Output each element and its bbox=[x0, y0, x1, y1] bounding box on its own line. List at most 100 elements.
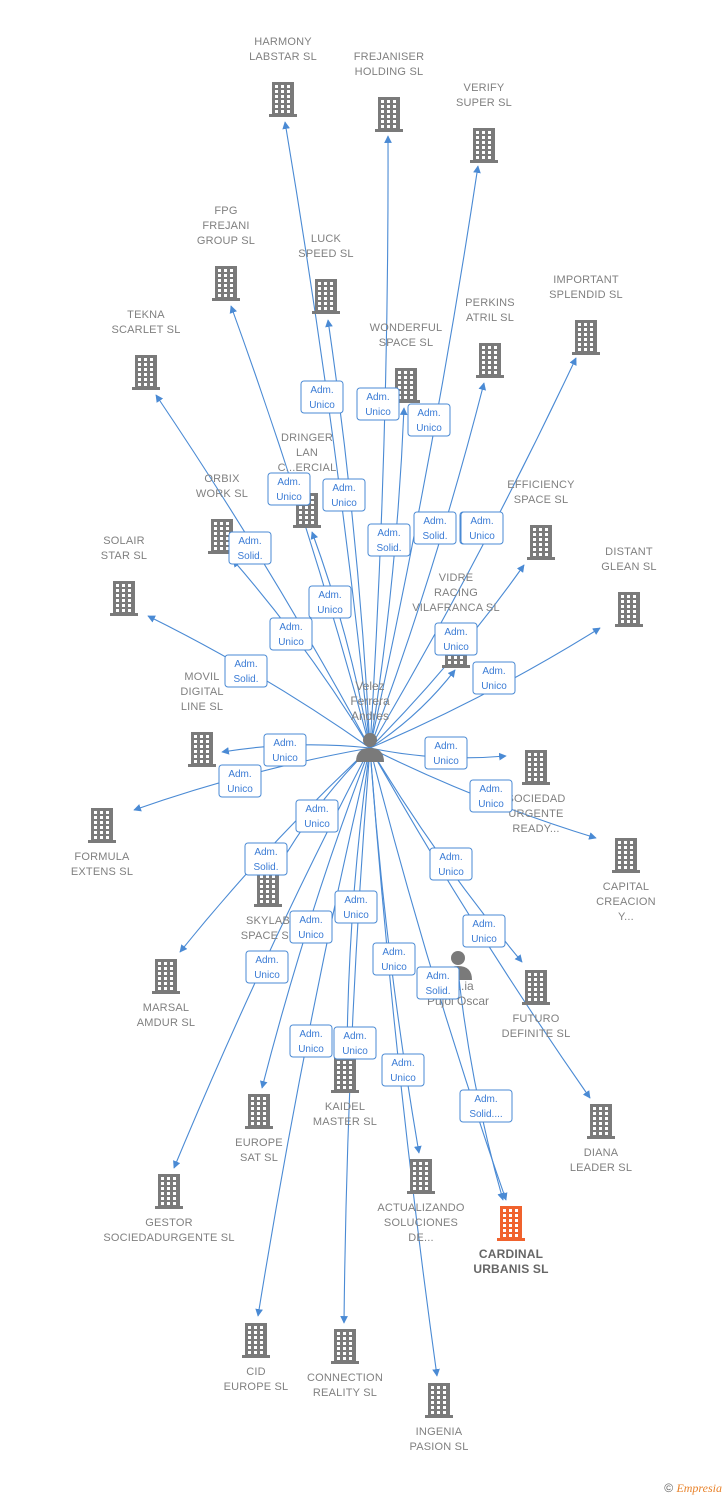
company-node-sociedad[interactable]: SOCIEDADURGENTEREADY... bbox=[506, 750, 565, 835]
edge-label-velez-solair[interactable]: Adm.Solid. bbox=[224, 654, 268, 688]
edge-label-box bbox=[459, 1089, 513, 1123]
edge-label-line: Adm. bbox=[377, 528, 400, 539]
edge-label-velez-fpg[interactable]: Adm.Unico bbox=[267, 472, 311, 506]
footer-brand[interactable]: © Empresia bbox=[664, 1481, 722, 1496]
edge-label-velez-luck[interactable]: Adm.Unico bbox=[322, 478, 366, 512]
company-label-line: HARMONY bbox=[254, 36, 312, 48]
edge-label-velez-actualizando[interactable]: Adm.Unico bbox=[381, 1053, 425, 1087]
edge-label-velez-tekna[interactable]: Adm.Solid. bbox=[228, 531, 272, 565]
edge-label-line: Unico bbox=[331, 498, 357, 509]
company-label-line: DIGITAL bbox=[180, 686, 223, 698]
building-icon bbox=[269, 82, 297, 117]
edge-label-line: Adm. bbox=[299, 915, 322, 926]
edge-label-velez-gestor[interactable]: Adm.Unico bbox=[295, 799, 339, 833]
edge-label-pujol-cardinal[interactable]: Adm.Solid.... bbox=[459, 1089, 513, 1123]
company-label-line: DISTANT bbox=[605, 546, 653, 558]
edge-label-velez-diana[interactable]: Adm.Unico bbox=[429, 847, 473, 881]
edge-label-box bbox=[322, 478, 366, 512]
edge-label-line: Unico bbox=[309, 400, 335, 411]
edge-label-line: Adm. bbox=[273, 738, 296, 749]
edge-label-box bbox=[289, 910, 333, 944]
company-label-line: WORK SL bbox=[196, 488, 248, 500]
company-label-line: DIANA bbox=[584, 1147, 619, 1159]
edge-label-velez-skylab[interactable]: Adm.Solid. bbox=[244, 842, 288, 876]
edge-label-velez-harmony[interactable]: Adm. Unico bbox=[300, 380, 344, 414]
edge-label-velez-capital[interactable]: Adm.Unico bbox=[469, 779, 513, 813]
edge-label-velez-efficiency[interactable]: Adm.Unico bbox=[460, 511, 504, 545]
edge-label-velez-distant[interactable]: Adm.Unico bbox=[472, 661, 516, 695]
edge-label-velez-cardinal[interactable]: Adm.Solid. bbox=[416, 966, 460, 1000]
building-icon bbox=[312, 279, 340, 314]
edge-label-velez-frejaniser[interactable]: Adm.Unico bbox=[356, 387, 400, 421]
edge-label-velez-perkins[interactable]: Adm.Solid. bbox=[367, 523, 411, 557]
building-icon bbox=[522, 750, 550, 785]
edge-label-velez-orbix[interactable]: Adm.Unico bbox=[269, 617, 313, 651]
edge-label-velez-futuro[interactable]: Adm.Unico bbox=[462, 914, 506, 948]
edge-label-velez-europe[interactable]: Adm.Unico bbox=[289, 910, 333, 944]
edge-velez-luck bbox=[325, 319, 371, 749]
edge-label-line: Adm. bbox=[423, 516, 446, 527]
edge-label-velez-ingenia[interactable]: Adm.Unico bbox=[372, 942, 416, 976]
edge-label-velez-wonderful[interactable]: Adm.Unico bbox=[407, 403, 451, 437]
edge-label-velez-marsal[interactable]: Adm.Unico bbox=[245, 950, 289, 984]
edge-label-velez-connection[interactable]: Adm.Unico bbox=[334, 890, 378, 924]
edge-label-box bbox=[460, 511, 504, 545]
edge-label-velez-sociedad[interactable]: Adm.Unico bbox=[424, 736, 468, 770]
company-node-capital[interactable]: CAPITALCREACIONY... bbox=[596, 838, 656, 923]
edge-label-line: Adm. bbox=[474, 1094, 497, 1105]
edge-label-line: Unico bbox=[443, 642, 469, 653]
edge-label-line: Unico bbox=[272, 753, 298, 764]
edge-label-velez-movil[interactable]: Adm. Unico bbox=[263, 733, 307, 767]
copyright-symbol: © bbox=[664, 1481, 674, 1495]
company-label-line: GROUP SL bbox=[197, 235, 255, 247]
company-label-line: SOCIEDAD bbox=[506, 793, 565, 805]
edge-label-line: Adm. bbox=[343, 1031, 366, 1042]
edge-label-velez-formula[interactable]: Adm.Unico bbox=[218, 764, 262, 798]
company-node-actualizando[interactable]: ACTUALIZANDOSOLUCIONESDE... bbox=[377, 1159, 465, 1244]
edge-label-velez-vidre[interactable]: Adm.Unico bbox=[434, 622, 478, 656]
company-label-line: REALITY SL bbox=[313, 1387, 377, 1399]
edge-label-line: Adm. bbox=[310, 385, 333, 396]
edge-label-box bbox=[429, 847, 473, 881]
company-node-connection[interactable]: CONNECTION REALITY SL bbox=[307, 1329, 383, 1399]
edge-label-velez-cid[interactable]: Adm.Unico bbox=[289, 1024, 333, 1058]
company-label-line: CONNECTION bbox=[307, 1372, 383, 1384]
edge-label-velez-dringer[interactable]: Adm.Unico bbox=[308, 585, 352, 619]
edge-label-velez-kaidel[interactable]: Adm.Unico bbox=[333, 1026, 377, 1060]
building-icon bbox=[245, 1094, 273, 1129]
person-label-line: Ferrera bbox=[350, 694, 390, 708]
building-icon bbox=[208, 519, 236, 554]
company-label-line: INGENIA bbox=[416, 1426, 463, 1438]
company-label-line: MOVIL bbox=[184, 671, 219, 683]
company-label-line: MARSAL bbox=[143, 1002, 189, 1014]
company-label-line: SOCIEDADURGENTE SL bbox=[103, 1232, 234, 1244]
edge-label-velez-verify[interactable]: Adm.Solid. bbox=[413, 511, 457, 545]
building-icon bbox=[212, 266, 240, 301]
